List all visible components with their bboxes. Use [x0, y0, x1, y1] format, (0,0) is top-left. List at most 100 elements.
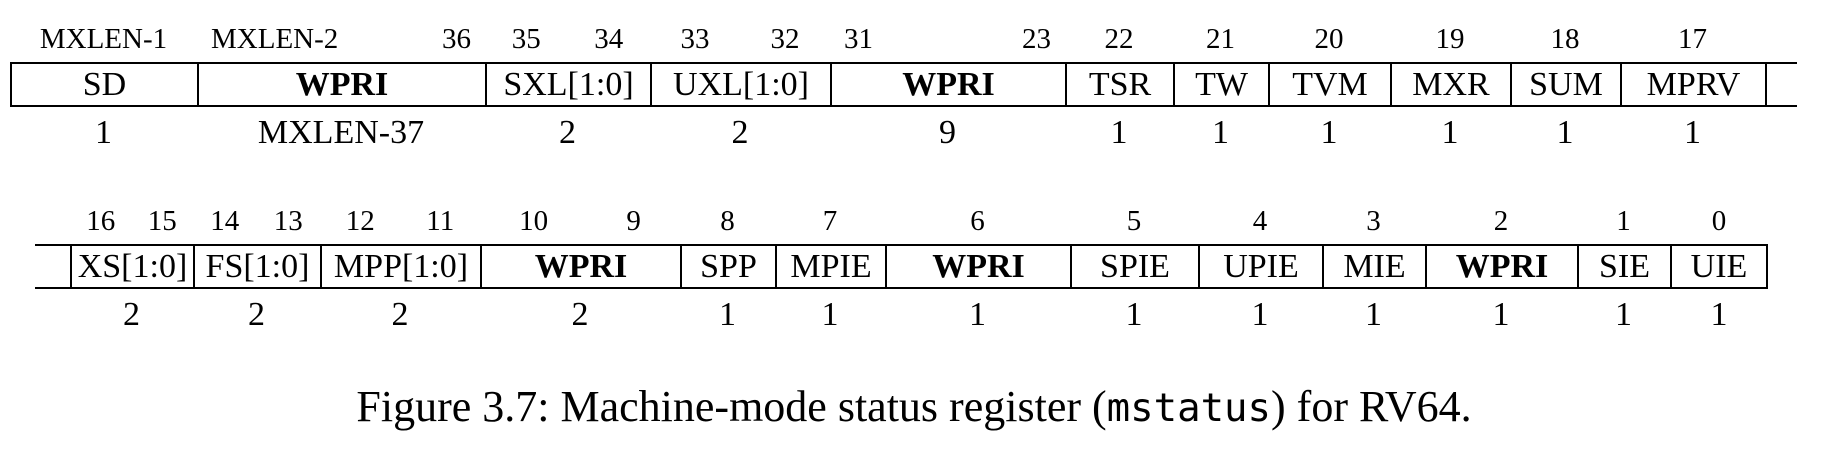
field-name-box: MXR [1390, 62, 1510, 107]
bit-position-labels: 31 23 [830, 20, 1065, 62]
bit-position: 15 [147, 205, 177, 237]
bit-position-labels [35, 202, 70, 244]
bit-position: 7 [822, 205, 838, 237]
field-width-label: 2 [248, 296, 265, 333]
bit-position: 34 [594, 23, 624, 55]
field-width-label: 1 [1212, 114, 1229, 151]
caption-suffix: ) for RV64. [1271, 382, 1472, 431]
bit-position-labels: 6 [885, 202, 1070, 244]
bit-position-labels: 2 [1425, 202, 1577, 244]
bit-position-labels: 1 [1577, 202, 1670, 244]
bit-position: 3 [1366, 205, 1381, 237]
bit-position-labels: 22 [1065, 20, 1173, 62]
field-name-box: WPRI [1425, 244, 1577, 289]
field-name-box: WPRI [885, 244, 1070, 289]
bit-position-labels: 4 [1198, 202, 1322, 244]
bit-position: MXLEN-1 [39, 23, 168, 55]
field-name-box: MPRV [1620, 62, 1765, 107]
bit-position-labels: 5 [1070, 202, 1198, 244]
field-name-box: SD [10, 62, 197, 107]
bit-position: 36 [442, 23, 471, 55]
field-width-label: 1 [1615, 296, 1632, 333]
field-width-label: 1 [1251, 296, 1269, 333]
field-name-box: FS[1:0] [193, 244, 320, 289]
field-width-label: 1 [95, 114, 112, 151]
bit-position: 0 [1711, 205, 1727, 237]
caption-text: Figure 3.7: Machine-mode status register… [356, 382, 1107, 431]
bit-position: 22 [1104, 23, 1134, 55]
bit-position: 16 [86, 205, 116, 237]
bit-position-labels: MXLEN-1 [10, 20, 197, 62]
field-width-label [1765, 107, 1797, 147]
field-continuation-stub [1765, 20, 1797, 147]
field-name-box [35, 244, 70, 289]
bit-position: 1 [1616, 205, 1631, 237]
figure-caption: Figure 3.7: Machine-mode status register… [0, 382, 1828, 431]
bit-position-labels: 3 [1322, 202, 1425, 244]
bit-position: 2 [1493, 205, 1509, 237]
field-width-label: 1 [821, 296, 839, 333]
field-name-box: UXL[1:0] [650, 62, 830, 107]
bit-position-labels: 21 [1173, 20, 1268, 62]
field-name-box: MPP[1:0] [320, 244, 480, 289]
field-width-label: 1 [1441, 114, 1459, 151]
bit-position: 19 [1435, 23, 1465, 55]
field-width-label: 1 [969, 296, 986, 333]
field-name-box: SPIE [1070, 244, 1198, 289]
field-width-label: 1 [1556, 114, 1574, 151]
field-name-box: WPRI [480, 244, 680, 289]
bit-position: 17 [1678, 23, 1707, 55]
field-name-box: WPRI [830, 62, 1065, 107]
field-width-label: 2 [571, 296, 589, 333]
field-continuation-stub [35, 202, 70, 329]
bit-position: 35 [511, 23, 541, 55]
field-name-box: WPRI [197, 62, 485, 107]
bit-position-labels: 17 [1620, 20, 1765, 62]
field-name-box: XS[1:0] [70, 244, 193, 289]
bit-position-labels [1765, 20, 1797, 62]
bit-position: 23 [1022, 23, 1051, 55]
bit-position: 33 [680, 23, 710, 55]
field-width-label: 2 [123, 296, 140, 333]
field-name-box: SIE [1577, 244, 1670, 289]
bit-position-labels: 35 34 [485, 20, 650, 62]
field-width-label: 1 [1320, 114, 1338, 151]
field-width-label: 1 [1365, 296, 1382, 333]
field-name-box [1765, 62, 1797, 107]
bit-position-labels: 0 [1670, 202, 1768, 244]
bit-position: 31 [844, 23, 873, 55]
field-name-box: SXL[1:0] [485, 62, 650, 107]
field-name-box: SUM [1510, 62, 1620, 107]
field-width-label: 9 [939, 114, 956, 151]
bit-position: 21 [1206, 23, 1235, 55]
bit-position: 9 [626, 205, 641, 237]
field-name-box: SPP [680, 244, 775, 289]
field-width-label: 2 [731, 114, 749, 151]
bit-position-labels: 8 [680, 202, 775, 244]
field-width-label: 2 [559, 114, 576, 151]
bit-position: 13 [273, 205, 303, 237]
bit-position: 8 [720, 205, 735, 237]
